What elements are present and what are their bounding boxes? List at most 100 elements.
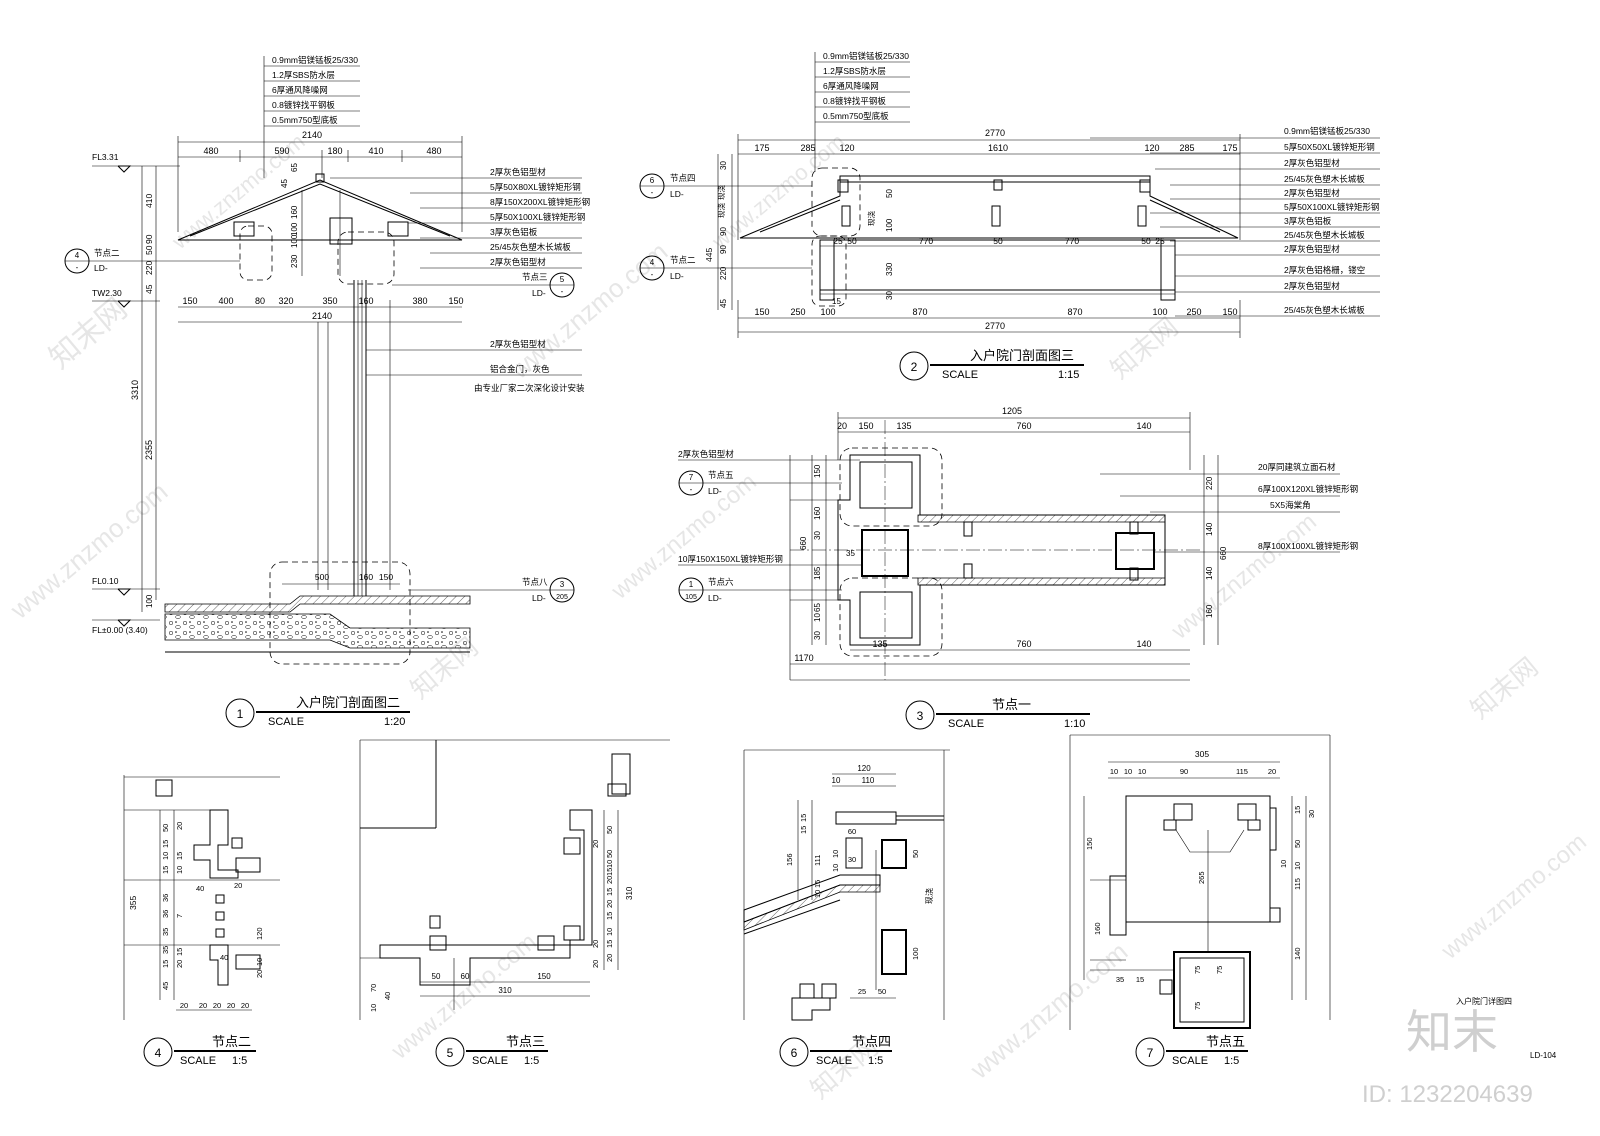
dim-total: 2770 xyxy=(985,128,1005,138)
dim: 760 xyxy=(1016,421,1031,431)
dim: 90 xyxy=(719,227,728,236)
dim: 50 xyxy=(605,850,614,858)
dim: 45 xyxy=(161,982,170,990)
v1-door-notes: 2厚灰色铝型材 铝合金门，灰色 由专业厂家二次深化设计安装 xyxy=(366,339,585,393)
dim: 135 xyxy=(872,639,887,649)
svg-text:-: - xyxy=(651,270,654,279)
layer-note: 6厚通风降噪网 xyxy=(823,81,879,91)
note: 2厚灰色铝型材 xyxy=(1284,158,1340,168)
dim: 1610 xyxy=(988,143,1008,153)
dim: 30 xyxy=(848,855,856,864)
v5-title: 5 节点三 SCALE 1:5 xyxy=(435,1034,548,1067)
dim: 20 xyxy=(241,1001,249,1010)
watermark-text: www.znzmo.com xyxy=(1436,828,1592,965)
dim: 15 xyxy=(1293,806,1302,814)
dim: 20 xyxy=(591,960,600,968)
callout-num: 4 xyxy=(650,258,655,267)
note: 2厚灰色铝型材 xyxy=(1284,188,1340,198)
view-number: 5 xyxy=(447,1046,454,1060)
dim: 150 xyxy=(537,972,551,981)
dim: 150 xyxy=(182,296,197,306)
dim: 380 xyxy=(412,296,427,306)
dim: 15 xyxy=(605,912,614,920)
v6-title: 6 节点四 SCALE 1:5 xyxy=(779,1034,892,1067)
label: 现浇 xyxy=(716,185,726,200)
dim: 50 xyxy=(1293,840,1302,848)
v1-levels: FL3.31 TW2.30 FL0.10 FL±0.00 (3.40) xyxy=(92,152,180,635)
dim: 20 xyxy=(180,1001,188,1010)
note: 5X5海棠角 xyxy=(1270,500,1311,510)
dim: 135 xyxy=(896,421,911,431)
dim: 10 xyxy=(831,864,840,872)
v3-bottom-dimensions: 135 760 140 1170 xyxy=(790,639,1190,665)
callout-name: 节点六 xyxy=(708,577,734,587)
dim: 15 xyxy=(161,866,170,874)
scale-label: SCALE xyxy=(180,1055,216,1067)
dim: 111 xyxy=(813,855,822,866)
note: 2厚灰色铝型材 xyxy=(678,449,734,459)
dim: 870 xyxy=(1067,307,1082,317)
view-title: 入户院门剖面图二 xyxy=(296,695,400,710)
dim: 50 xyxy=(847,236,857,246)
dim: 30 xyxy=(813,631,822,640)
note: 20厚同建筑立面石材 xyxy=(1258,462,1336,472)
level-label: FL3.31 xyxy=(92,152,119,162)
note: 5厚50X100XL镀锌矩形钢 xyxy=(490,212,585,222)
dim: 250 xyxy=(1186,307,1201,317)
dim: 10 xyxy=(832,776,841,785)
dim: 50 xyxy=(605,826,614,834)
dim: 30 xyxy=(1307,810,1316,818)
dim: 20 xyxy=(199,1001,207,1010)
dim: 30 xyxy=(813,531,822,540)
callout-num: 3 xyxy=(560,580,565,589)
dim: 770 xyxy=(1065,236,1079,246)
roof-layer-notes: 0.9mm铝镁锰板25/330 1.2厚SBS防水层 6厚通风降噪网 0.8镀锌… xyxy=(263,55,360,178)
dim: 140 xyxy=(1136,421,1151,431)
layer-note: 1.2厚SBS防水层 xyxy=(823,66,886,76)
note: 2厚灰色铝格栅，镂空 xyxy=(1284,265,1365,275)
dim: 15 xyxy=(1136,975,1144,984)
callout-name: 节点四 xyxy=(670,173,696,183)
scale-value: 1:5 xyxy=(524,1055,539,1067)
dim: 265 xyxy=(1197,871,1206,884)
dim: 36 xyxy=(161,894,170,902)
callout-sheet: LD- xyxy=(532,593,546,603)
dim: 10 xyxy=(1110,767,1118,776)
note: 铝合金门，灰色 xyxy=(490,364,550,374)
dim: 115 xyxy=(1236,767,1248,776)
dim: 75 xyxy=(1193,966,1202,974)
view-number: 2 xyxy=(911,360,918,374)
v1-right-notes: 2厚灰色铝型材 5厚50X80XL镀锌矩形钢 8厚150X200XL镀锌矩形钢 … xyxy=(330,167,590,269)
dim: 160 xyxy=(359,572,373,582)
v1-top-dimensions: 2140 480 590 180 410 480 xyxy=(177,130,463,232)
dim: 10 xyxy=(1293,862,1302,870)
dim: 20 xyxy=(1268,767,1276,776)
dim: 120 xyxy=(857,764,871,773)
dim: 285 xyxy=(800,143,815,153)
v3-title: 3 节点一 SCALE 1:10 xyxy=(905,697,1090,730)
dim: 160 xyxy=(1205,604,1214,618)
dim: 35 xyxy=(1116,975,1124,984)
sheet-number: LD-104 xyxy=(1530,1051,1557,1060)
dim: 10 xyxy=(813,613,822,622)
dim: 10 xyxy=(813,890,822,898)
dim-total: 2140 xyxy=(312,311,332,321)
view-6-detail: 120 110 10 现浇 15 15 156 111 15 10 60 10 … xyxy=(743,749,950,1067)
dim: 50 xyxy=(432,972,441,981)
view-title: 节点五 xyxy=(1206,1034,1245,1049)
note: 5厚50X80XL镀锌矩形钢 xyxy=(490,182,581,192)
dim: 15 xyxy=(813,880,822,888)
dim: 15 xyxy=(832,297,841,306)
note: 5厚50X50XL镀锌矩形钢 xyxy=(1284,142,1375,152)
dim: 30 xyxy=(885,291,894,300)
svg-text:-: - xyxy=(690,485,693,494)
note: 由专业厂家二次深化设计安装 xyxy=(474,383,585,393)
watermark-text: 知末网 xyxy=(43,292,133,375)
v2-bottom-dimensions: 150 250 100 870 870 100 250 150 2770 xyxy=(737,300,1241,338)
v6-dims: 15 15 156 111 15 10 60 10 30 10 50 100 2… xyxy=(785,800,920,999)
dim: 40 xyxy=(220,953,228,962)
dim: 10 xyxy=(161,852,170,860)
dim: 140 xyxy=(1205,566,1214,580)
note: 2厚灰色铝型材 xyxy=(1284,244,1340,254)
note: 3厚灰色铝板 xyxy=(1284,216,1332,226)
